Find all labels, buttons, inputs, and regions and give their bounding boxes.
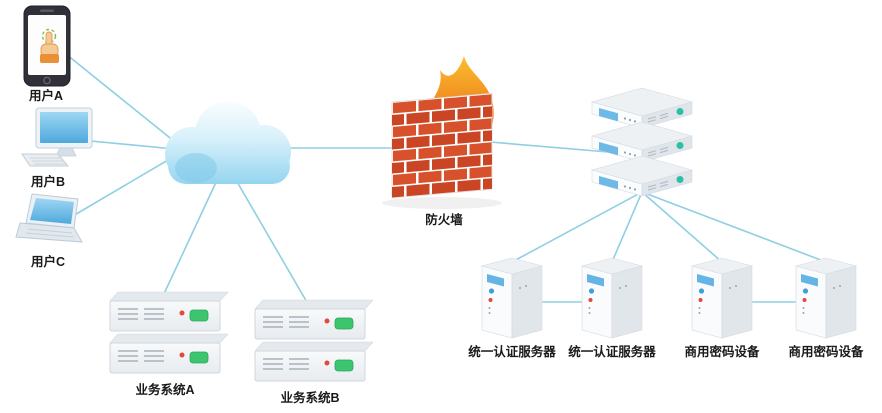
server-stack bbox=[110, 292, 228, 373]
connection-line bbox=[511, 191, 643, 263]
auth-server-1-label: 统一认证服务器 bbox=[468, 344, 556, 359]
connection-line bbox=[65, 149, 186, 221]
connection-line bbox=[611, 191, 643, 263]
user-c-label: 用户C bbox=[30, 254, 65, 269]
connection-line bbox=[162, 177, 219, 297]
crypto-device-1-icon bbox=[691, 257, 753, 339]
auth-server-1-icon bbox=[481, 257, 543, 339]
firewall-label: 防火墙 bbox=[425, 212, 463, 227]
business-a-label: 业务系统A bbox=[135, 382, 194, 397]
firewall-brick-flame-icon bbox=[382, 56, 502, 209]
connection-line bbox=[235, 179, 309, 305]
business-system-b-icon bbox=[255, 300, 373, 381]
user-a-label: 用户A bbox=[28, 88, 63, 103]
brick-wall-icon bbox=[391, 92, 493, 199]
touch-hand-icon bbox=[40, 28, 59, 63]
crypto-device-2-label: 商用密码设备 bbox=[788, 344, 864, 359]
desktop-computer-icon bbox=[21, 107, 93, 167]
business-system-a-icon bbox=[110, 292, 228, 373]
connection-line bbox=[641, 191, 827, 263]
rack-unit bbox=[591, 155, 693, 197]
smartphone-icon bbox=[23, 5, 71, 87]
tower-server bbox=[581, 257, 643, 339]
laptop-icon bbox=[15, 193, 83, 243]
network-cloud-icon bbox=[165, 101, 291, 184]
tower-server bbox=[481, 257, 543, 339]
crypto-device-2-icon bbox=[795, 257, 857, 339]
tower-server bbox=[795, 257, 857, 339]
connection-line bbox=[489, 141, 609, 153]
connection-line bbox=[55, 45, 186, 151]
crypto-device-1-label: 商用密码设备 bbox=[684, 344, 760, 359]
connection-lines bbox=[55, 45, 827, 305]
user-b-label: 用户B bbox=[30, 174, 65, 189]
server-stack bbox=[255, 300, 373, 381]
tower-server bbox=[691, 257, 753, 339]
connection-line bbox=[641, 191, 723, 263]
server-rack-stack-icon bbox=[591, 87, 693, 197]
auth-server-2-icon bbox=[581, 257, 643, 339]
auth-server-2-label: 统一认证服务器 bbox=[568, 344, 656, 359]
business-b-label: 业务系统B bbox=[280, 390, 339, 405]
